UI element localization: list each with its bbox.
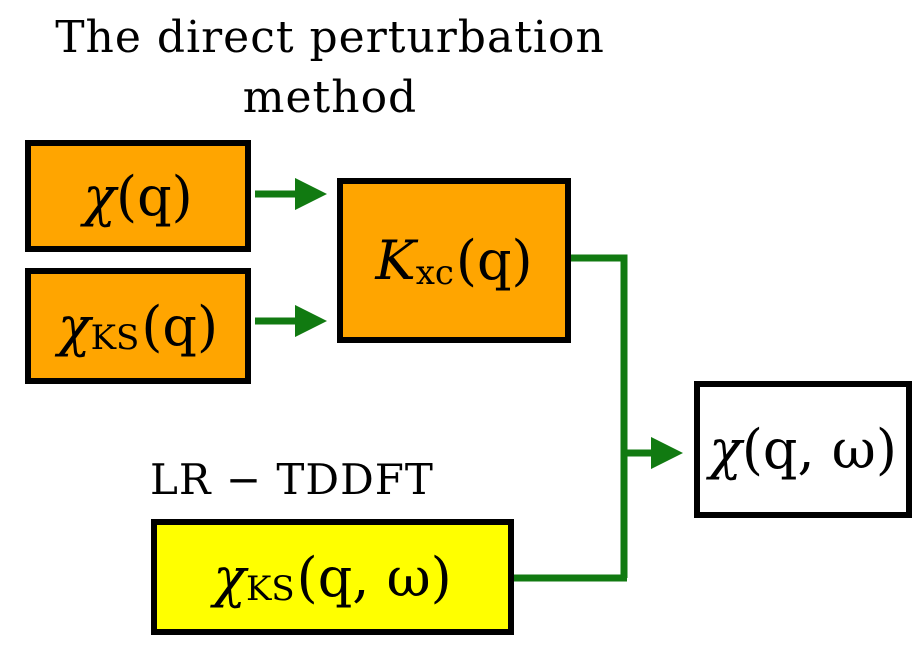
box-chi-q: χ (q) <box>25 140 251 252</box>
chi-args: (q) <box>116 164 193 228</box>
box-chi-ks-q-omega: χ KS (q, ω) <box>151 519 514 635</box>
chi-qw-symbol: χ <box>709 418 742 481</box>
chi-ks-qw-subscript: KS <box>245 569 295 609</box>
chi-ks-args: (q) <box>141 294 219 358</box>
kxc-subscript: xc <box>415 252 454 293</box>
box-chi-q-omega: χ (q, ω) <box>694 381 912 518</box>
lr-tddft-label: LR − TDDFT <box>150 455 434 504</box>
diagram-title: The direct perturbation method <box>0 8 660 128</box>
kxc-args: (q) <box>455 229 533 292</box>
box-chi-ks-q: χ KS (q) <box>25 268 251 384</box>
box-kxc: K xc (q) <box>337 178 571 343</box>
title-line-1: The direct perturbation <box>55 12 605 63</box>
chi-qw-args: (q, ω) <box>741 418 897 481</box>
chi-ks-symbol: χ <box>57 294 91 358</box>
connector-kxc-to-junction <box>571 254 628 578</box>
chi-ks-subscript: KS <box>90 318 140 358</box>
title-line-2: method <box>242 72 418 123</box>
chi-ks-qw-args: (q, ω) <box>296 545 452 609</box>
chi-ks-qw-symbol: χ <box>213 545 246 609</box>
chi-symbol: χ <box>83 164 117 228</box>
kxc-symbol: K <box>375 229 416 292</box>
